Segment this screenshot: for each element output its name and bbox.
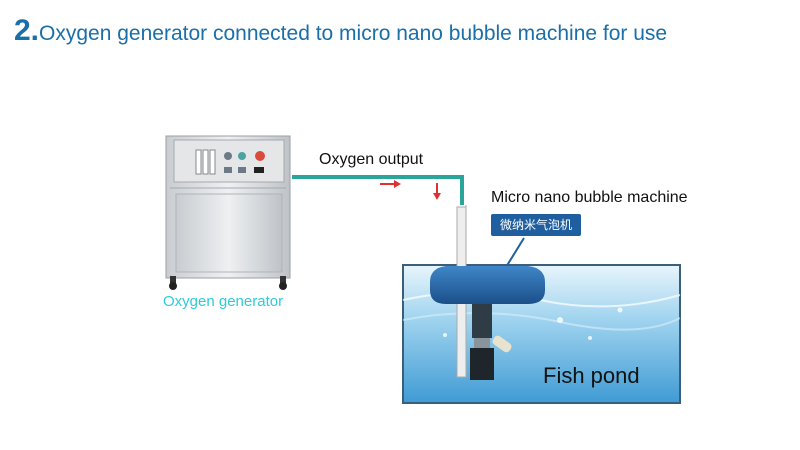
fish-pond-label: Fish pond [543, 363, 640, 388]
step-number: 2. [14, 14, 40, 47]
flow-arrow-down [433, 183, 441, 200]
oxygen-generator-label: Oxygen generator [163, 293, 284, 310]
bubble-machine-label: Micro nano bubble machine [491, 189, 688, 206]
page-title: 2.Oxygen generator connected to micro na… [14, 14, 667, 48]
oxygen-output-label: Oxygen output [319, 151, 424, 168]
flow-arrow-right [380, 180, 401, 188]
oxygen-generator-unit [165, 135, 291, 290]
step-title: Oxygen generator connected to micro nano… [39, 22, 668, 45]
bubble-machine [430, 237, 545, 380]
machine-tag: 微纳米气泡机 [491, 214, 581, 236]
